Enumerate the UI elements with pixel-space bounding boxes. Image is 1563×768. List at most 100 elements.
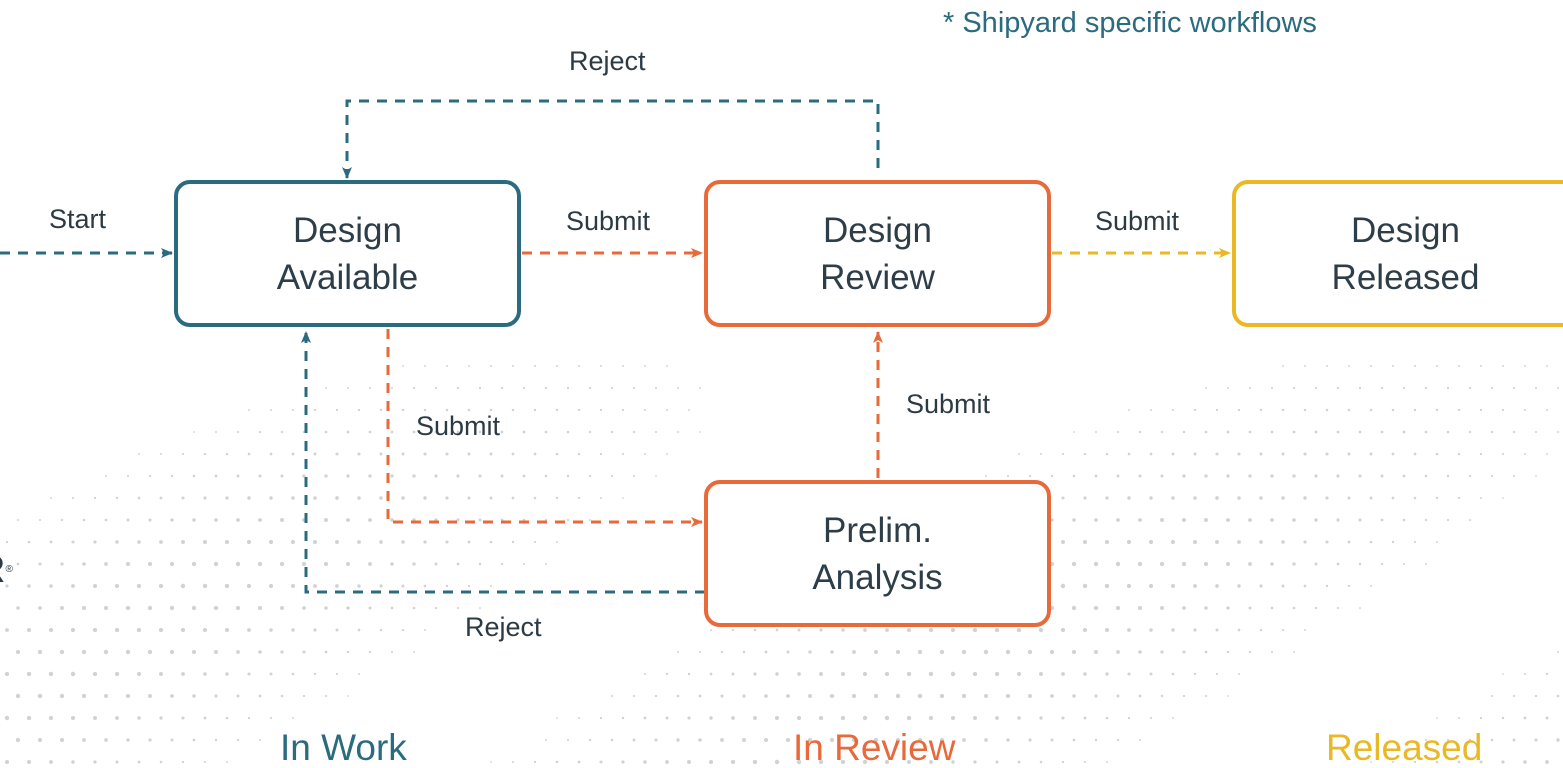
background-dot	[1104, 539, 1110, 545]
background-dot	[1534, 694, 1538, 698]
background-dot	[236, 518, 240, 522]
background-dot	[1523, 760, 1527, 764]
background-dot	[358, 673, 360, 675]
background-dot	[1105, 496, 1109, 500]
background-dot	[270, 409, 272, 411]
background-dot	[1425, 563, 1427, 565]
background-dot	[1347, 452, 1351, 456]
background-dot	[906, 715, 912, 721]
background-dot	[632, 386, 636, 390]
background-dot	[1159, 561, 1165, 567]
background-dot	[368, 474, 372, 478]
background-dot	[15, 737, 21, 743]
background-dot	[246, 583, 252, 589]
background-dot	[764, 694, 768, 698]
label-reject-bottom: Reject	[465, 612, 542, 642]
background-dot	[280, 650, 284, 654]
background-dot	[699, 431, 701, 433]
background-dot	[1050, 694, 1054, 698]
background-dot	[1005, 693, 1011, 699]
background-dot	[203, 452, 207, 456]
background-dot	[1304, 629, 1306, 631]
background-dot	[445, 408, 449, 412]
background-dot	[489, 452, 493, 456]
background-dot	[413, 651, 415, 653]
background-dot	[1083, 672, 1087, 676]
background-dot	[468, 365, 470, 367]
background-dot	[1071, 561, 1077, 567]
background-dot	[4, 671, 10, 677]
background-dot	[884, 715, 890, 721]
background-dot	[235, 605, 241, 611]
background-dot	[158, 627, 164, 633]
background-dot	[1105, 452, 1109, 456]
background-dot	[235, 561, 241, 567]
background-dot	[654, 386, 658, 390]
background-dot	[92, 627, 98, 633]
background-dot	[1325, 584, 1329, 588]
background-dot	[180, 627, 186, 633]
background-dot	[1128, 409, 1130, 411]
background-dot	[335, 584, 339, 588]
background-dot	[1106, 761, 1108, 763]
background-dot	[698, 694, 702, 698]
background-dot	[390, 430, 394, 434]
background-dot	[71, 584, 75, 588]
background-dot	[138, 453, 140, 455]
background-dot	[906, 671, 912, 677]
background-dot	[1182, 518, 1186, 522]
background-dot	[1226, 518, 1230, 522]
background-dot	[445, 496, 449, 500]
background-dot	[1237, 496, 1241, 500]
background-dot	[1523, 716, 1527, 720]
background-dot	[1105, 672, 1109, 676]
background-dot	[962, 738, 966, 742]
background-dot	[1028, 694, 1032, 698]
background-dot	[1457, 496, 1461, 500]
background-dot	[1017, 760, 1021, 764]
background-dot	[1204, 430, 1208, 434]
background-dot	[1039, 672, 1043, 676]
background-dot	[1524, 365, 1526, 367]
background-dot	[1424, 430, 1428, 434]
background-dot	[412, 474, 416, 478]
background-dot	[269, 496, 273, 500]
background-dot	[1446, 474, 1450, 478]
background-dot	[1182, 694, 1186, 698]
label-submit-available-to-review: Submit	[566, 206, 651, 236]
background-dot	[37, 737, 43, 743]
background-dot	[1227, 387, 1229, 389]
node-design-review: Design Review	[704, 180, 1051, 327]
submit-available-to-prelim-arrow	[386, 329, 703, 527]
background-dot	[1457, 452, 1461, 456]
background-dot	[1523, 408, 1527, 412]
background-dot	[1348, 365, 1350, 367]
background-dot	[280, 518, 284, 522]
background-dot	[1226, 606, 1230, 610]
background-dot	[81, 649, 87, 655]
background-dot	[479, 607, 481, 609]
background-dot	[522, 430, 526, 434]
background-dot	[1292, 606, 1296, 610]
background-dot	[27, 760, 31, 764]
lane-label-in-work: In Work	[280, 727, 407, 768]
background-dot	[1557, 651, 1559, 653]
background-dot	[753, 672, 757, 676]
background-dot	[169, 561, 175, 567]
background-dot	[346, 650, 350, 654]
background-dot	[148, 474, 152, 478]
background-dot	[313, 496, 317, 500]
background-dot	[500, 430, 504, 434]
background-dot	[742, 738, 746, 742]
background-dot	[610, 474, 614, 478]
background-dot	[906, 627, 912, 633]
background-dot	[1513, 475, 1515, 477]
background-dot	[1501, 452, 1505, 456]
background-dot	[181, 716, 185, 720]
background-dot	[225, 452, 229, 456]
background-dot	[1137, 561, 1143, 567]
background-dot	[1160, 474, 1164, 478]
background-dot	[147, 649, 153, 655]
background-dot	[1370, 365, 1372, 367]
background-dot	[181, 452, 185, 456]
